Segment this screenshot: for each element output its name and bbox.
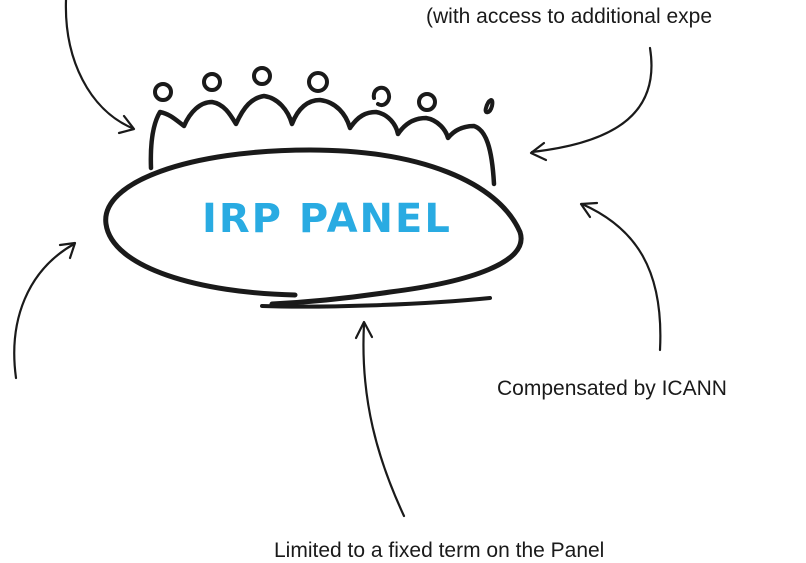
arrow-right — [580, 202, 662, 352]
annotation-right: Compensated by ICANN — [497, 377, 727, 400]
panel-title: IRP PANEL — [202, 196, 452, 242]
arrow-top-right-head — [529, 141, 548, 162]
panel-outline-tail — [260, 296, 492, 309]
arrow-left-head — [58, 241, 77, 260]
member-head — [202, 72, 222, 92]
member-head — [252, 66, 272, 86]
panel-members — [148, 66, 497, 187]
arrow-right-head — [579, 201, 599, 219]
annotation-bottom: Limited to a fixed term on the Panel — [274, 539, 605, 562]
annotation-arrows — [13, 0, 662, 518]
arrow-left — [13, 242, 76, 380]
arrow-top-right — [530, 46, 653, 154]
member-heads — [153, 66, 495, 115]
panel-outline — [103, 147, 524, 307]
member-head — [153, 82, 173, 102]
member-head — [483, 98, 495, 115]
member-head — [371, 85, 391, 107]
arrow-top-left — [64, 0, 134, 130]
arrow-bottom-head — [354, 320, 374, 340]
member-bodies — [148, 93, 497, 187]
arrow-top-left-head — [117, 114, 136, 135]
annotation-top-right: (with access to additional expe — [426, 5, 712, 28]
member-head — [307, 71, 329, 93]
arrow-bottom — [362, 322, 406, 518]
member-head — [417, 92, 437, 112]
